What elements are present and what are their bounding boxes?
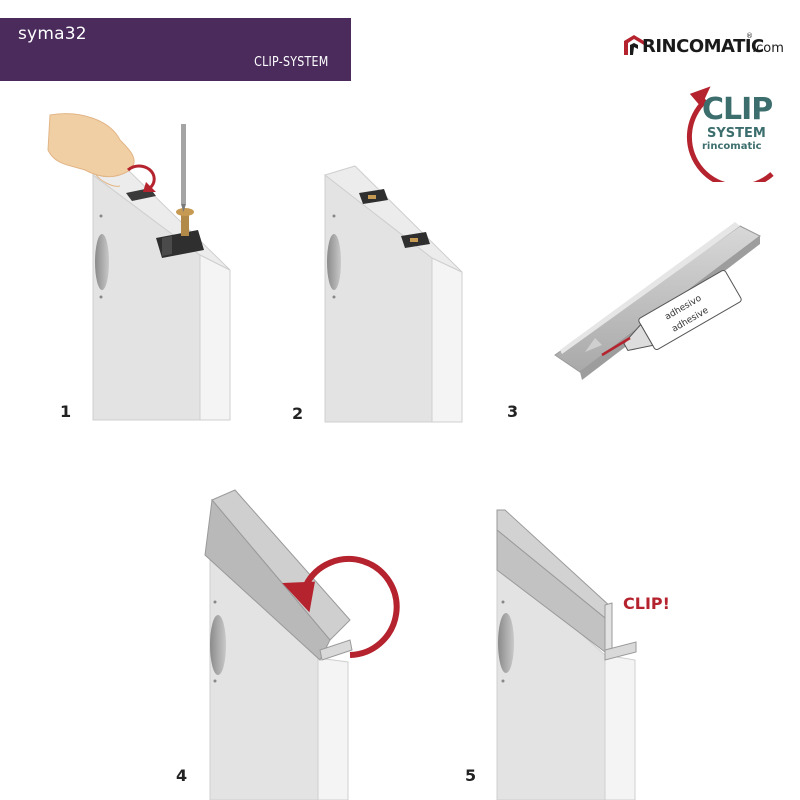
rincomatic-mark-icon [624, 35, 644, 55]
badge-clip-text: CLIP [702, 92, 773, 127]
header-banner: syma32 CLIP-SYSTEM [0, 18, 351, 81]
system-name: CLIP-SYSTEM [254, 55, 329, 70]
step-1-number: 1 [60, 402, 72, 421]
panel-hole [95, 234, 109, 290]
step-4-number: 4 [176, 766, 188, 785]
panel-hole [327, 234, 341, 290]
panel-hole [210, 615, 226, 675]
clip-callout: CLIP! [623, 594, 670, 613]
adhesive-bead [601, 336, 631, 357]
product-name: syma32 [18, 24, 87, 44]
step-5-number: 5 [465, 766, 477, 785]
logo-domain: .com [752, 41, 784, 56]
step-2-illustration [323, 165, 463, 423]
logo-registered-mark: ® [746, 32, 753, 40]
step-3-illustration: adhesivo adhesive [554, 222, 761, 380]
screw [181, 210, 189, 236]
rotate-arrow-icon [126, 164, 156, 190]
step-2-number: 2 [292, 404, 304, 423]
step-3-number: 3 [507, 402, 519, 421]
hand [47, 113, 135, 178]
step-1-illustration [47, 113, 231, 421]
panel-hole [498, 613, 514, 673]
badge-system-text: SYSTEM [707, 126, 766, 141]
rincomatic-logo: RINCOMATIC ® .com [622, 30, 792, 62]
step-5-illustration [496, 509, 637, 800]
screwdriver-shaft [181, 124, 186, 204]
rotate-arrow-icon [303, 556, 400, 658]
step-4-illustration [204, 489, 400, 800]
logo-name: RINCOMATIC [642, 36, 764, 57]
badge-brand-text: rincomatic [702, 141, 762, 152]
